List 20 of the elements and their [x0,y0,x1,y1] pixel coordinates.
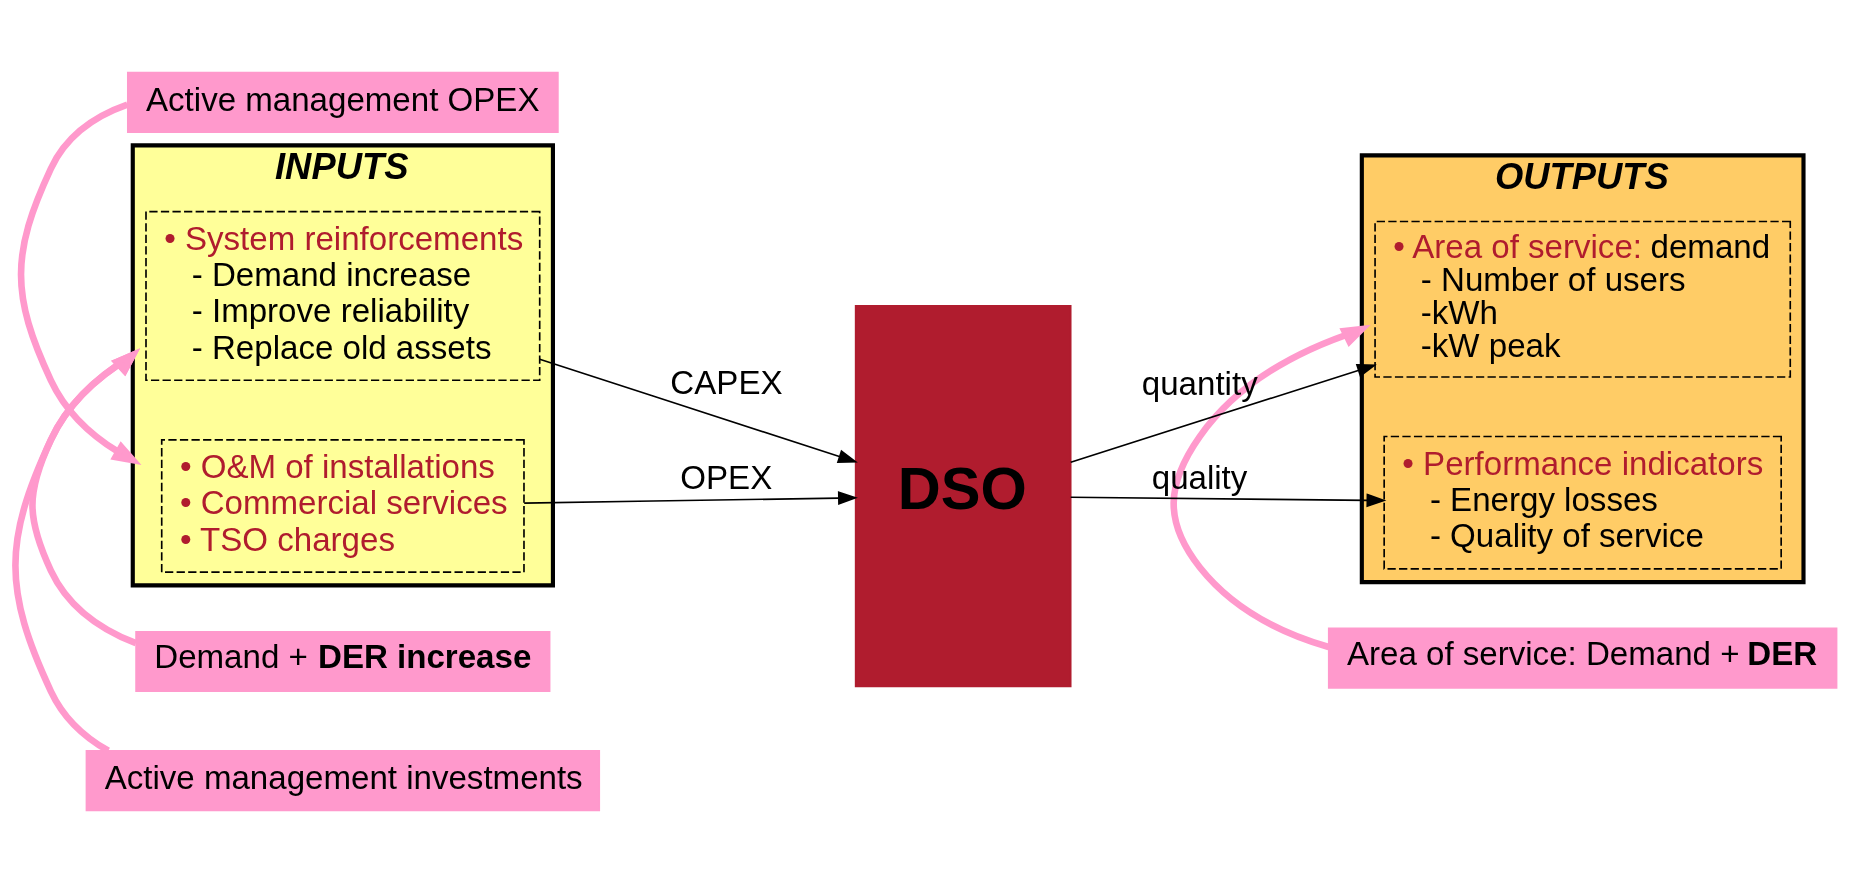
node-box: • Area of service: demand - Number of users -kWh -kW peak [1374,220,1792,378]
arrow [1069,363,1377,463]
node-box: Active management OPEX [127,71,559,133]
edge-label: quality [1151,458,1248,496]
edge-label: OPEX [680,458,773,496]
node-box: Active management investments [85,749,601,811]
arrow [538,357,858,463]
arrow [1170,324,1371,650]
arrow [1069,492,1387,507]
edge-label: quantity [1141,364,1258,402]
node-box: Area of service: Demand + DER [1327,627,1838,689]
node-box: • System reinforcements - Demand increase - Improve reliability - Replace old assets [145,210,541,381]
arrow [29,347,141,646]
node-box: DSO [854,304,1072,687]
node-box: • Performance indicators - Energy losses - Quality of service [1383,435,1782,570]
node-box: Demand + DER increase [135,630,551,692]
node-box: • O&M of installations • Commercial services • TSO charges [160,438,525,573]
arrow [17,101,142,465]
edge-label: CAPEX [670,363,783,401]
arrow [523,490,858,505]
